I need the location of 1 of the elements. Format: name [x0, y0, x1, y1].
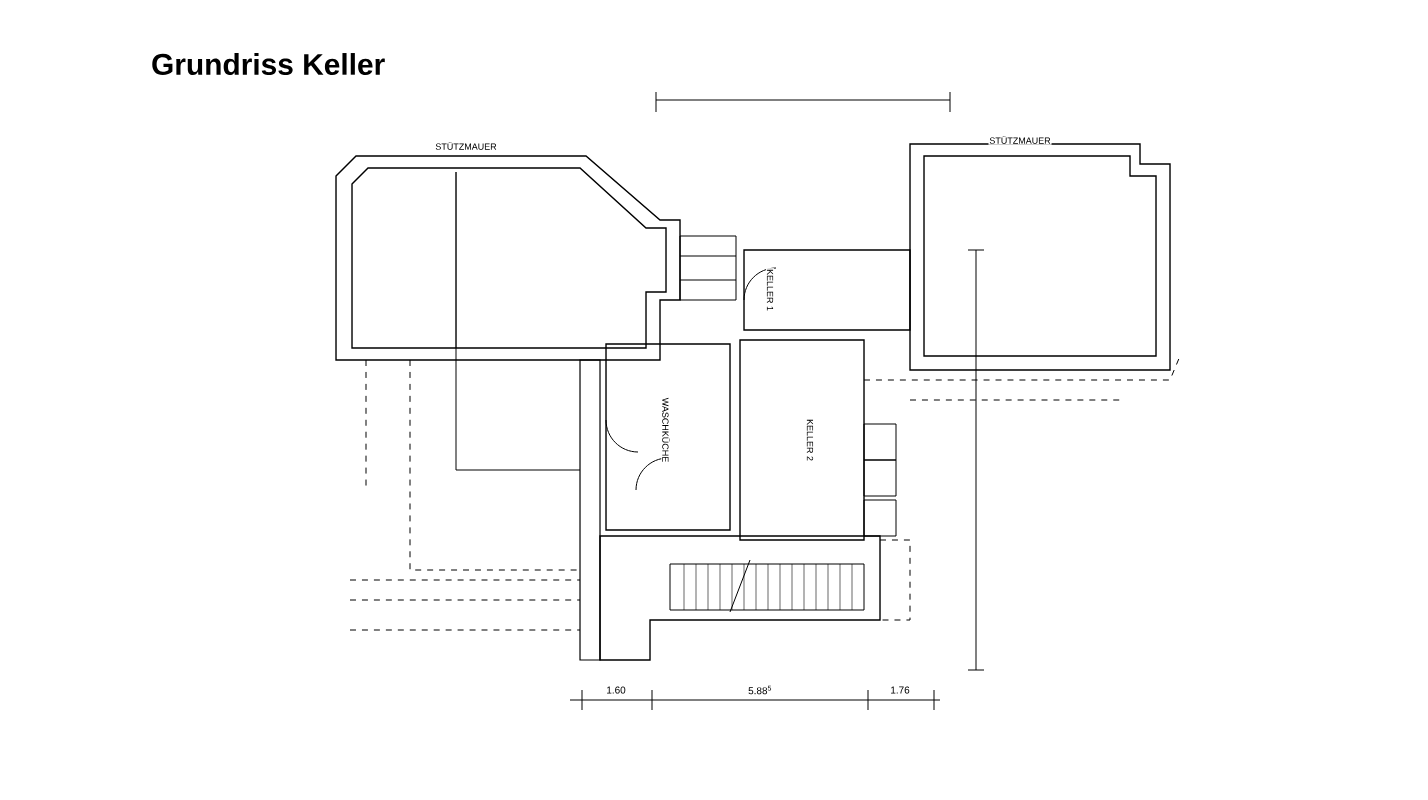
diagram-title: Grundriss Keller: [152, 53, 385, 75]
